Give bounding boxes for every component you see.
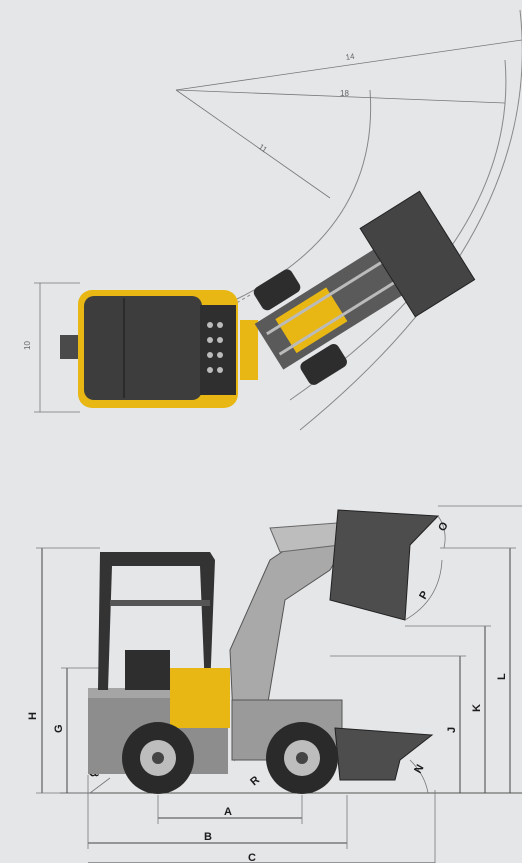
- label-H: H: [27, 712, 39, 720]
- middle-turning-arc: [289, 59, 507, 401]
- label-O: O: [436, 520, 451, 534]
- radius-line-14: [175, 39, 522, 91]
- center-joint-yellow: [170, 668, 230, 728]
- label-P: P: [417, 589, 431, 601]
- label-N: N: [412, 763, 426, 776]
- label-B: B: [204, 831, 212, 843]
- bucket-lowered: [334, 727, 434, 781]
- label-11: 11: [257, 142, 269, 154]
- rear-hitch: [60, 335, 78, 359]
- label-L: L: [496, 673, 508, 680]
- label-A: A: [224, 806, 232, 818]
- label-18: 18: [340, 89, 349, 98]
- radius-line-18: [175, 89, 506, 104]
- bucket-raised: [329, 509, 440, 621]
- front-wheel-right: [300, 344, 347, 385]
- control-panel: [200, 305, 236, 395]
- label-14: 14: [345, 52, 356, 62]
- articulation-joint: [240, 320, 258, 380]
- label-K: K: [471, 704, 483, 712]
- label-G: G: [53, 724, 65, 733]
- front-wheel: [266, 722, 338, 794]
- label-J: J: [446, 727, 458, 733]
- rear-wheel: [122, 722, 194, 794]
- front-frame-top: [253, 190, 476, 385]
- label-R: R: [248, 774, 262, 788]
- side-view: H G Q R: [27, 505, 522, 863]
- roll-cage: [98, 552, 215, 690]
- front-wheel-left: [253, 269, 301, 311]
- roof-canopy: [84, 296, 202, 400]
- radius-line-11: [175, 89, 331, 199]
- label-10: 10: [23, 341, 32, 350]
- top-view: 14 18 11 10: [23, 9, 522, 431]
- operator-seat: [125, 650, 170, 690]
- label-C: C: [248, 852, 256, 863]
- bucket-top: [359, 190, 476, 318]
